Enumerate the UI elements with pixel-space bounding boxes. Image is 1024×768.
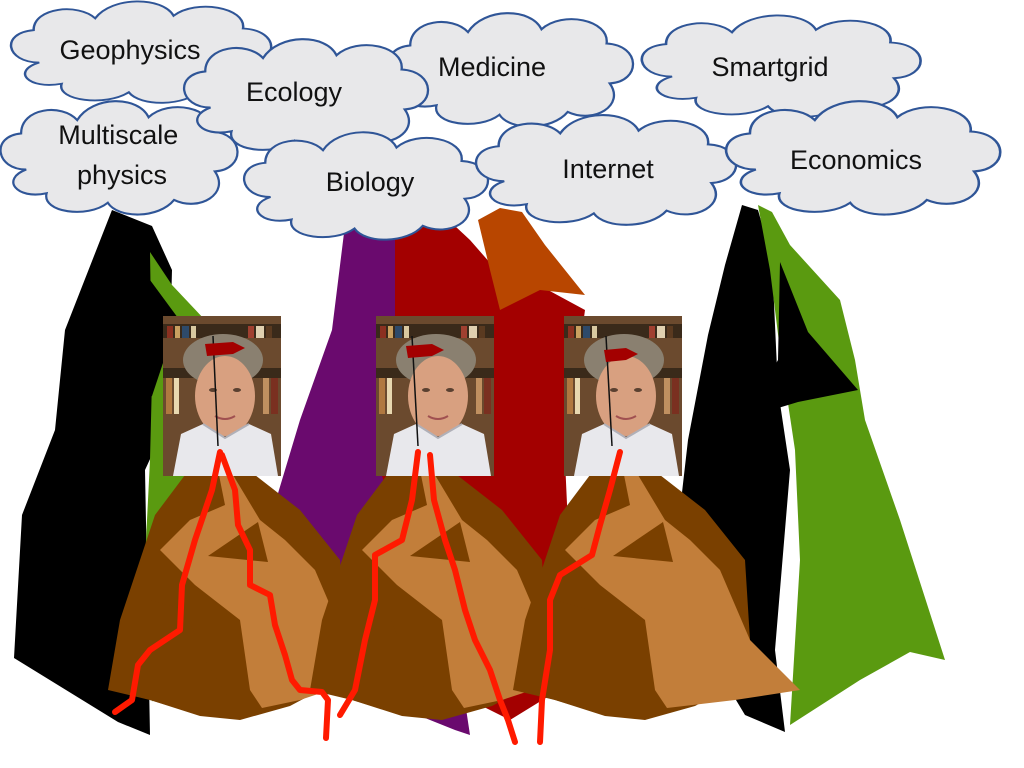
cloud-label-biology: Biology <box>326 167 415 197</box>
portraits <box>163 316 682 476</box>
topic-clouds: Geophysics Smartgrid Medicine Multiscale… <box>0 0 1002 241</box>
portrait-right <box>564 316 682 476</box>
cloud-label-geophysics: Geophysics <box>59 35 200 65</box>
cloud-label-medicine: Medicine <box>438 52 546 82</box>
cloud-label-internet: Internet <box>562 154 654 184</box>
cloud-line: Multiscale <box>58 120 178 150</box>
right-peak-notch <box>745 262 858 418</box>
left-peak-notch <box>115 280 178 420</box>
lava-stream <box>427 452 518 745</box>
lava-stream <box>112 449 223 715</box>
orange-peak <box>478 208 585 310</box>
portrait-center <box>376 316 494 476</box>
lava-stream <box>219 452 331 741</box>
cloud-label-economics: Economics <box>790 145 922 175</box>
lava-stream <box>537 449 623 745</box>
cloud-label-ecology: Ecology <box>246 77 343 107</box>
lava-streams <box>112 449 623 745</box>
cloud-label-smartgrid: Smartgrid <box>711 52 828 82</box>
lava-stream <box>337 449 421 718</box>
portrait-left <box>163 316 281 476</box>
cloud-label-multiscale-physics: Multiscale physics <box>58 120 186 190</box>
cloud-line: physics <box>77 160 167 190</box>
mountain-left-base <box>115 600 230 715</box>
